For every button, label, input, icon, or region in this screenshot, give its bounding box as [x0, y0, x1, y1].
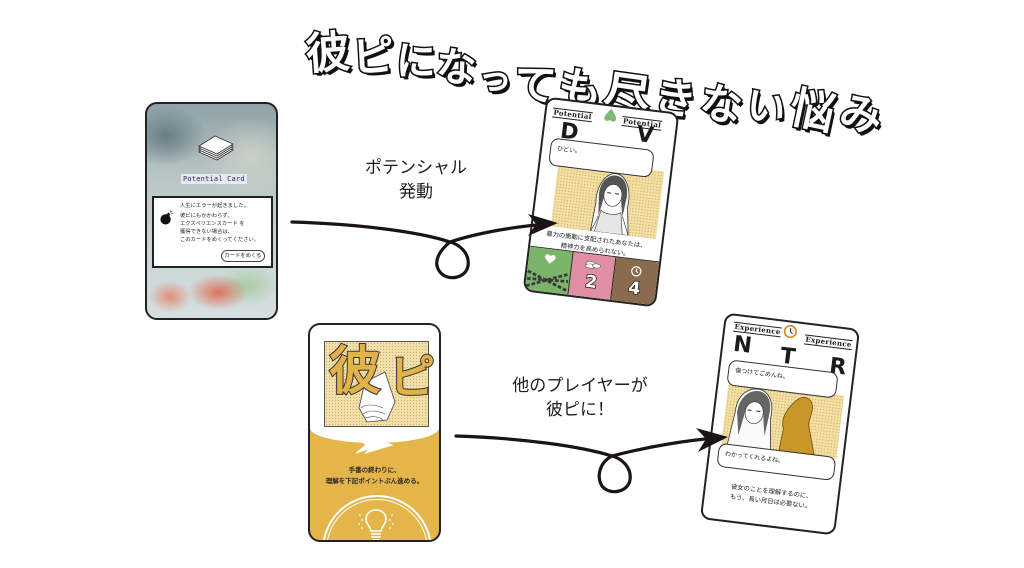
stat-heart [524, 246, 574, 295]
card-letter: V [634, 121, 655, 149]
karepi-card: 彼 ピ 手番の終わりに、 理解を下記ポイントぶん進める。 [308, 323, 441, 542]
character-art [550, 158, 665, 239]
caption-line: 彼ピに！ [546, 400, 614, 420]
title-char: い [740, 80, 791, 136]
karepi-description: 手番の終わりに、 理解を下記ポイントぶん進める。 [310, 465, 439, 487]
stat-coins: 2 [568, 252, 617, 301]
clock-icon [783, 324, 797, 339]
clock-icon [631, 265, 642, 277]
stat-value: 4 [627, 277, 643, 300]
character-art [721, 381, 844, 460]
karepi-title-char: 彼 [328, 342, 382, 402]
girl-illustration-icon [589, 173, 630, 237]
arrow-right-icon [356, 436, 394, 454]
stat-value: 2 [583, 271, 599, 294]
flip-card-button[interactable]: カードをめくる [221, 250, 265, 262]
title-char: 彼 [303, 25, 353, 82]
title-char: っ [475, 56, 516, 102]
title-char: な [695, 75, 748, 134]
caption-line: ポテンシャル [365, 158, 467, 178]
stat-clock: 4 [611, 257, 660, 306]
title-char: な [433, 42, 479, 94]
title-char: 悩 [784, 80, 841, 142]
karepi-title-char: ピ [388, 350, 436, 404]
title-char: ピ [349, 29, 397, 83]
dialog-line: このカードをめくってください。 [180, 237, 260, 243]
dv-potential-card: Potential Potential D V ひどい。 暴力の衝動に支配された… [522, 96, 680, 308]
dialog-line: エクスペリエンスカード を [180, 221, 245, 227]
flow-caption-other-player: 他のプレイヤーが 彼ピに！ [480, 374, 680, 422]
card-type-label: Experience [803, 334, 854, 351]
holding-hands-icon [358, 371, 396, 423]
card-description-line: 手番の終わりに、 [348, 466, 401, 474]
flow-caption-potential: ポテンシャル 発動 [338, 156, 494, 204]
holding-hands-art: 彼 ピ [324, 341, 436, 427]
card-letter: N [731, 331, 754, 359]
looped-arrow-icon [290, 220, 550, 280]
chains-icon [525, 269, 570, 293]
lightbulb-icon [358, 509, 394, 540]
potential-card-screen: Potential Card 人生にエラーが起きました。 彼ピにもかかわらず、 … [145, 102, 278, 320]
caption-line: 発動 [399, 182, 433, 202]
card-stack-icon [198, 135, 234, 161]
dialog-line: 彼ピにもかかわらず、 [180, 213, 233, 219]
looped-arrow-icon [454, 434, 718, 494]
error-dialog: 人生にエラーが起きました。 彼ピにもかかわらず、 エクスペリエンスカード を 獲… [152, 196, 273, 268]
ntr-experience-card: Experience Experience N T R 傷つけてごめんね。 わか… [699, 312, 861, 536]
caption-line: 他のプレイヤーが [512, 376, 648, 396]
title-char: み [834, 84, 889, 144]
bomb-icon [160, 210, 174, 225]
heart-leaf-icon [604, 108, 617, 122]
dialog-heading: 人生にエラーが起きました。 [180, 203, 249, 209]
dialog-line: 獲得できない場合は、 [180, 229, 233, 235]
card-description-line: 理解を下記ポイントぶん進める。 [325, 477, 424, 485]
potential-card-label: Potential Card [181, 174, 247, 184]
coins-icon [585, 261, 601, 269]
girl-and-shadow-illustration-icon [726, 388, 815, 457]
title-char: に [394, 37, 439, 87]
